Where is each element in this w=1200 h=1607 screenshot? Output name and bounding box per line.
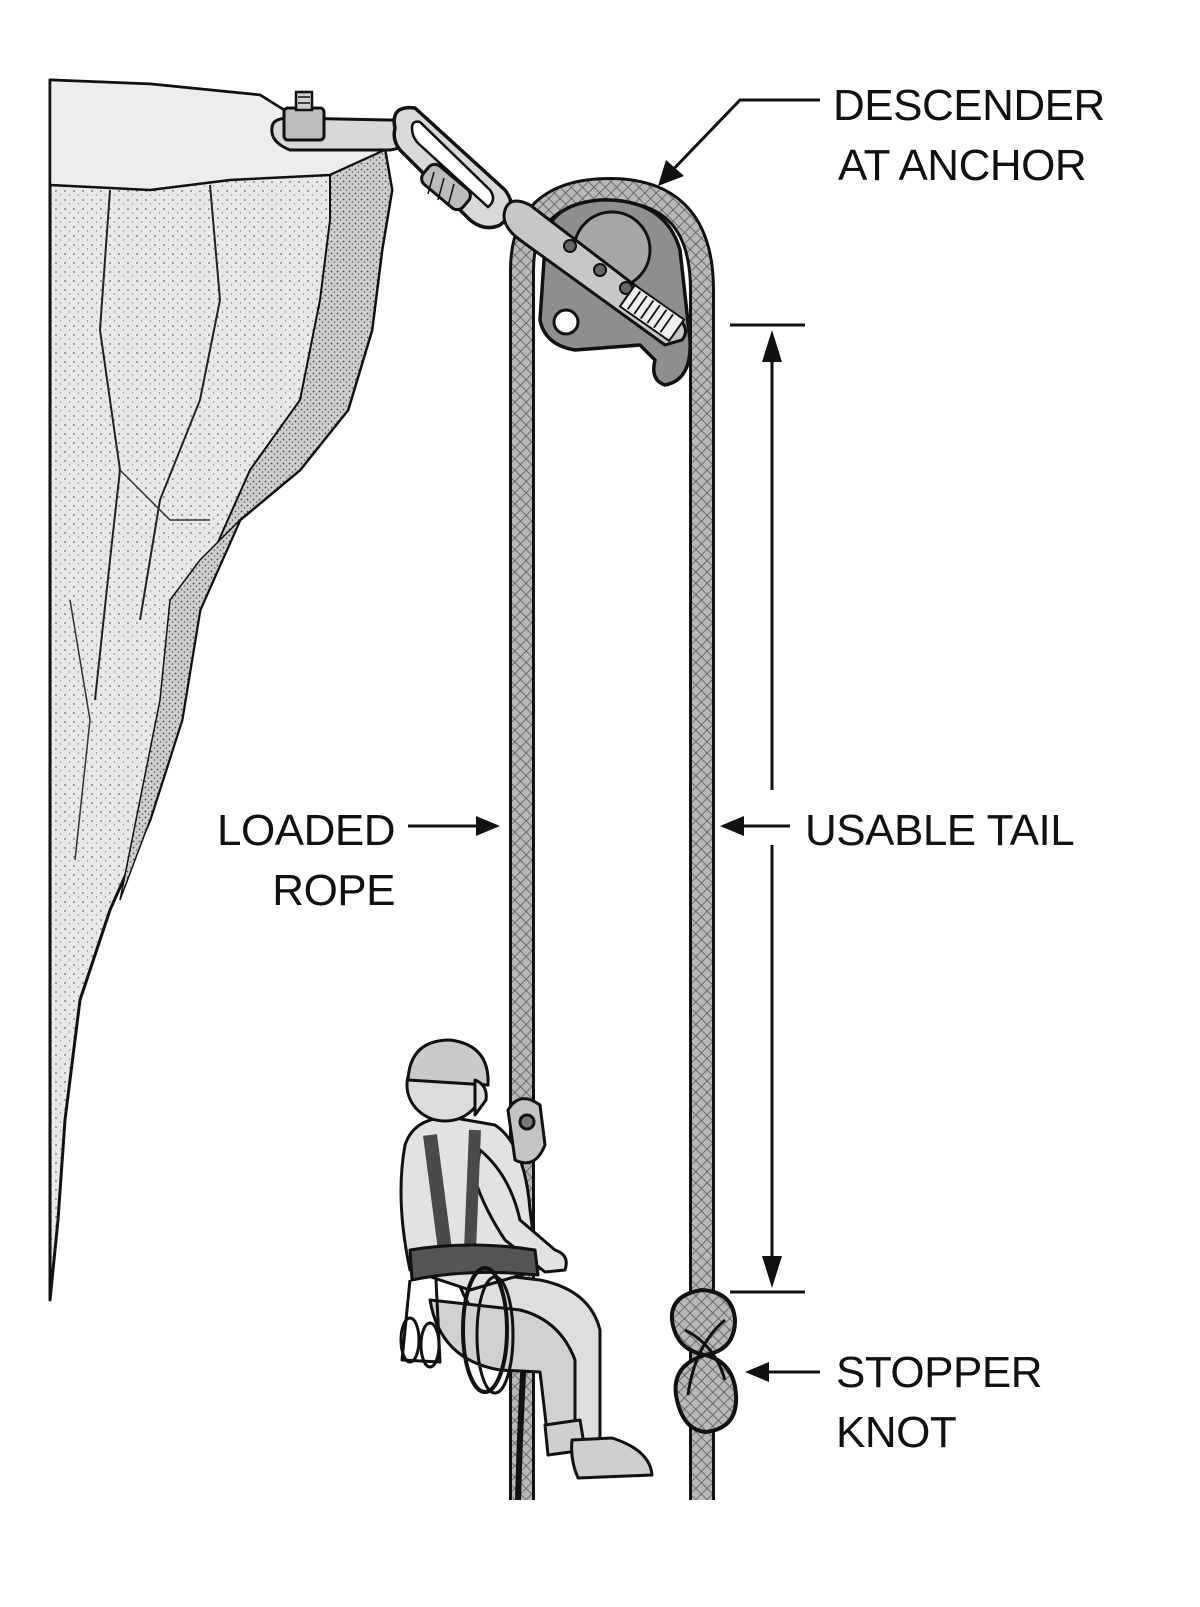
leader-arrows (408, 98, 820, 1382)
stopper-knot-label-line-1: STOPPER (836, 1348, 1042, 1397)
bolt-hanger-icon (270, 90, 410, 152)
carabiner-icon (392, 105, 514, 230)
descender-device-icon (502, 198, 692, 387)
cliff-rock (48, 78, 394, 1302)
figure-eight-knot-icon (669, 1287, 739, 1435)
loaded-rope-label-line-1: LOADED (217, 806, 395, 855)
descender-label-line-1: DESCENDER (833, 81, 1105, 130)
usable-tail-dimension (730, 323, 805, 1294)
usable-tail-label: USABLE TAIL (805, 806, 1074, 855)
stopper-knot-label-line-2: KNOT (836, 1408, 956, 1457)
rope-access-worker-icon (399, 1038, 654, 1501)
loaded-rope-label-line-2: ROPE (272, 866, 395, 915)
descender-label-line-2: AT ANCHOR (838, 141, 1086, 190)
